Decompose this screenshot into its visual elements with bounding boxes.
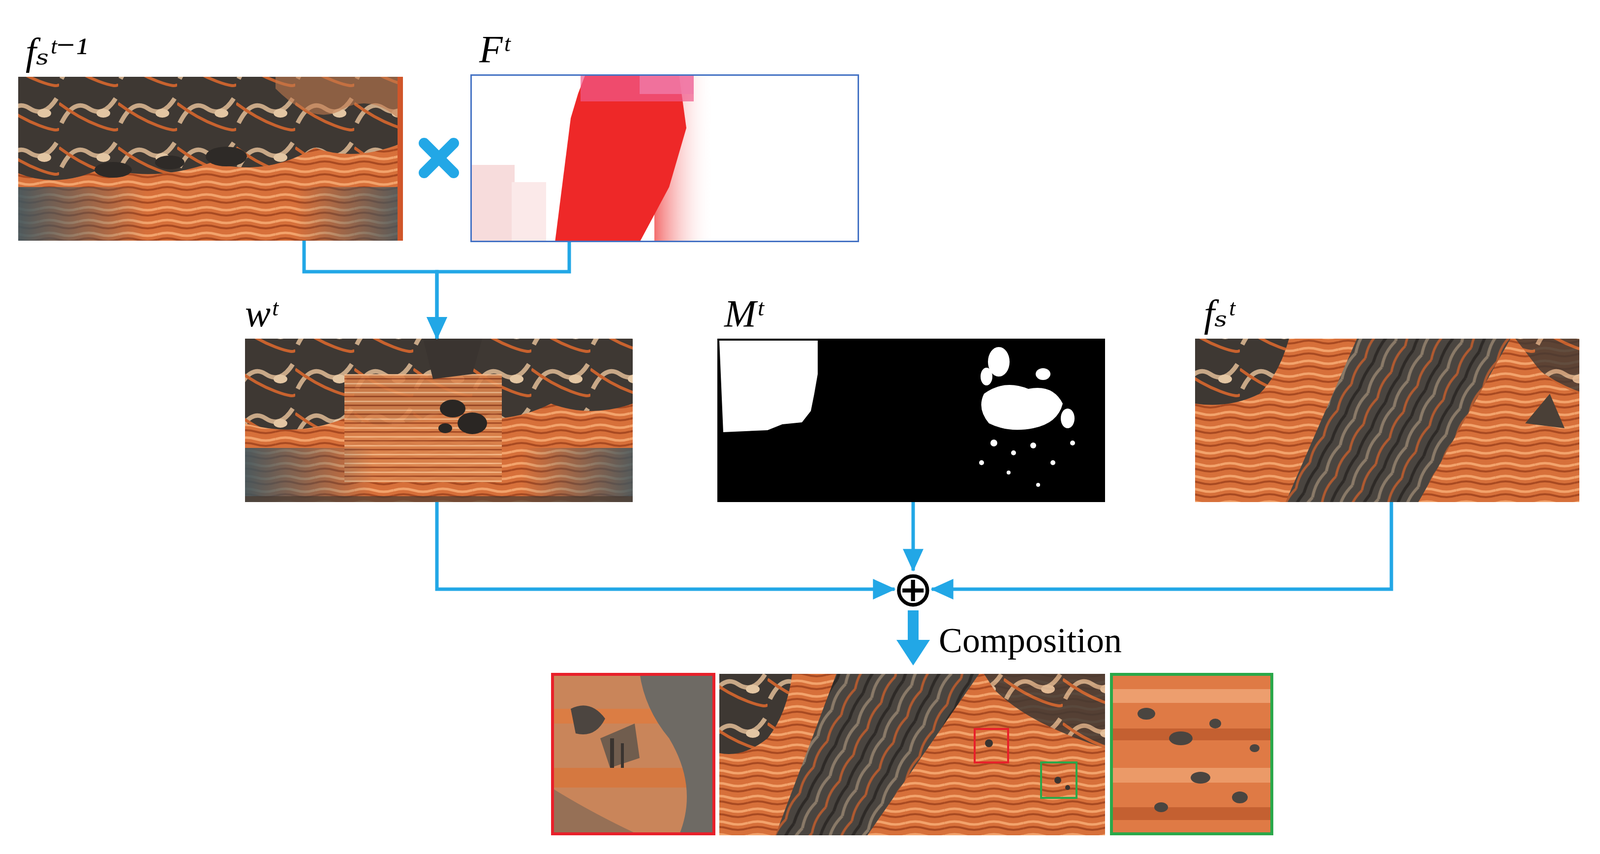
panel-label: Fᵗ [479, 28, 510, 71]
composited-frame [719, 673, 1106, 835]
image-panel: Fᵗ [470, 74, 860, 243]
panel-border [471, 75, 859, 242]
crop-border [552, 674, 714, 834]
multiply-symbol [424, 143, 454, 173]
flow-field [470, 74, 860, 243]
panel-label: fₛᵗ⁻¹ [25, 30, 88, 73]
crop-border [1111, 674, 1272, 834]
zoom-crop [551, 672, 716, 835]
panel-label: wᵗ [245, 292, 277, 335]
operator-symbol: ⊕ [892, 564, 934, 614]
step-label: Composition [936, 620, 1124, 660]
image-panel: fₛᵗ [1195, 338, 1580, 502]
mask [717, 338, 1106, 502]
zoom-marker [974, 728, 1009, 763]
flow-arrow [304, 240, 437, 339]
zoom-marker [1041, 762, 1077, 798]
flow-arrow [931, 501, 1392, 589]
flow-arrow [911, 501, 915, 571]
panel-label: fₛᵗ [1203, 292, 1234, 335]
warped-frame [245, 338, 633, 502]
image-panel: Mᵗ [717, 338, 1106, 502]
image-panel: wᵗ [245, 338, 633, 502]
flow-arrow [436, 501, 895, 589]
arrow-shaft [907, 610, 919, 640]
stylized-frame [18, 76, 403, 241]
composition-operator: ⊕ [892, 564, 934, 614]
stylized-frame [1195, 338, 1580, 502]
arrow-head [896, 639, 930, 666]
panel-label: Mᵗ [724, 292, 763, 335]
flow-arrow [436, 242, 570, 339]
zoom-crop [1109, 672, 1274, 835]
image-panel: fₛᵗ⁻¹ [18, 76, 403, 241]
